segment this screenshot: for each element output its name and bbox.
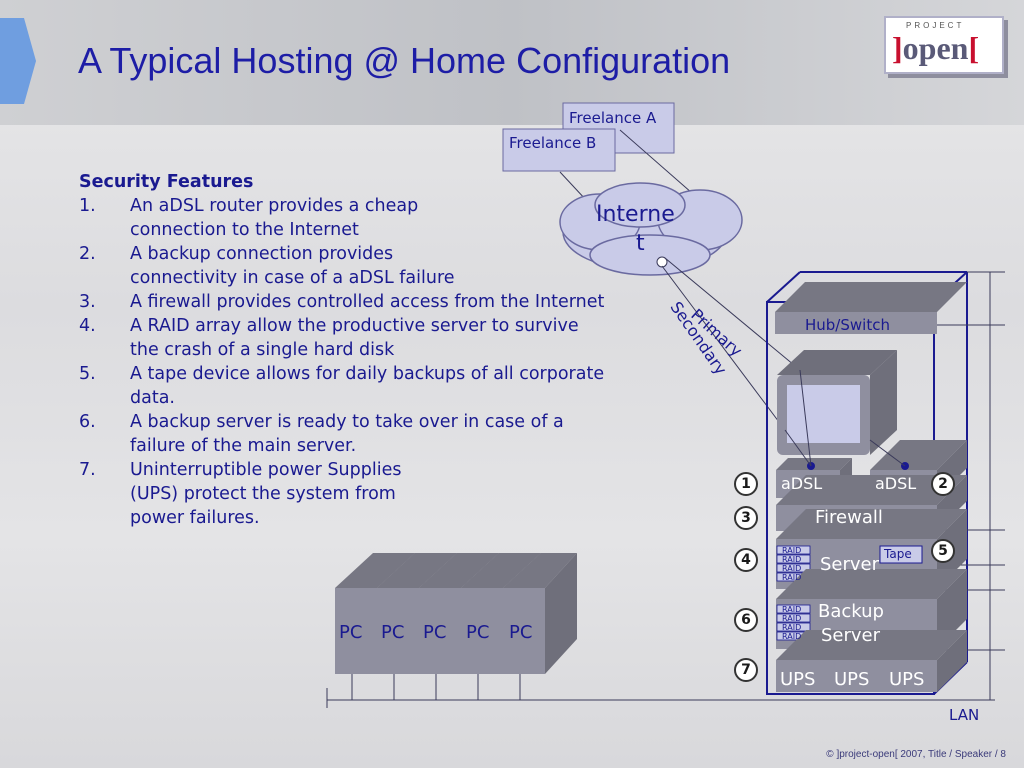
feature-item: 2. A backup connection provides connectivi… (79, 242, 604, 290)
feature-line: connection to the Internet (130, 220, 359, 240)
raid-label: RAID (782, 623, 802, 632)
raid-label: RAID (782, 546, 802, 555)
feature-item: 6. A backup server is ready to take over … (79, 410, 604, 458)
feature-line: the crash of a single hard disk (130, 340, 395, 360)
security-features-list: Security Features 1. An aDSL router provi… (79, 170, 604, 530)
adsl-right-label: aDSL (875, 474, 917, 493)
internet-cloud (559, 182, 743, 276)
pc-label: PC (381, 622, 405, 643)
feature-line: data. (130, 388, 175, 408)
feature-number: 5. (79, 364, 96, 384)
hub-top (775, 282, 967, 312)
secondary-line (661, 265, 786, 431)
hub-switch-label: Hub/Switch (805, 316, 890, 334)
monitor (777, 350, 897, 455)
badge-4: 4 (734, 548, 758, 572)
feature-line: An aDSL router provides a cheap (130, 196, 419, 216)
badge-5: 5 (931, 539, 955, 563)
footer-text: © ]project-open[ 2007, Title / Speaker /… (826, 749, 1006, 760)
lan-label: LAN (949, 706, 980, 724)
pc-wires (351, 674, 521, 700)
logo-project-text: PROJECT (906, 21, 965, 30)
server-top (776, 509, 967, 539)
hub-front (775, 312, 937, 334)
logo-bracket-left: ] (892, 30, 903, 66)
feature-number: 7. (79, 460, 96, 480)
freelance-a-link (619, 129, 701, 201)
ups-label: UPS (889, 669, 925, 690)
feature-item: 4. A RAID array allow the productive serv… (79, 314, 604, 362)
feature-item: 3. A firewall provides controlled access … (79, 290, 604, 314)
accent-bar (0, 18, 24, 104)
ups-box (776, 660, 937, 692)
feature-line: connectivity in case of a aDSL failure (130, 268, 455, 288)
internet-label-2: t (636, 231, 645, 256)
accent-bar-tip (24, 18, 36, 104)
logo-bracket-right: [ (968, 30, 980, 66)
slide-title: A Typical Hosting @ Home Configuration (78, 40, 731, 81)
feature-item: 5. A tape device allows for daily backups… (79, 362, 604, 410)
tape-label: Tape (884, 547, 912, 561)
raid-label: RAID (782, 555, 802, 564)
feature-line: A RAID array allow the productive server… (130, 316, 579, 336)
adsl-left-label: aDSL (781, 474, 823, 493)
firewall-top (776, 475, 967, 505)
backup-server-label-1: Backup (818, 601, 884, 622)
pc-label: PC (509, 622, 533, 643)
logo-main-text: ]open[ (892, 30, 979, 67)
feature-line: power failures. (130, 508, 260, 528)
backup-server-top (776, 569, 967, 599)
logo-word: open (902, 30, 969, 66)
tape-box (879, 545, 923, 564)
firewall-label: Firewall (815, 507, 883, 528)
pc-label: PC (466, 622, 490, 643)
feature-number: 3. (79, 292, 96, 312)
freelance-a-label: Freelance A (569, 109, 657, 127)
raid-label: RAID (782, 564, 802, 573)
ups-top (776, 630, 967, 660)
raid-label: RAID (782, 605, 802, 614)
pc-group (335, 553, 577, 674)
feature-line: (UPS) protect the system from (130, 484, 396, 504)
feature-line: A firewall provides controlled access fr… (130, 292, 605, 312)
raid-label: RAID (782, 614, 802, 623)
feature-number: 6. (79, 412, 96, 432)
raid-label: RAID (782, 632, 802, 641)
ups-label: UPS (834, 669, 870, 690)
header-band (0, 0, 1024, 125)
feature-line: failure of the main server. (130, 436, 357, 456)
raid-label: RAID (782, 573, 802, 582)
badge-1: 1 (734, 472, 758, 496)
freelance-b-box (502, 128, 616, 172)
badge-7: 7 (734, 658, 758, 682)
project-open-logo: PROJECT ]open[ (884, 16, 1004, 74)
badge-3: 3 (734, 506, 758, 530)
feature-item: 1. An aDSL router provides a cheap connect… (79, 194, 604, 242)
feature-item: 7. Uninterruptible power Supplies (UPS) pr… (79, 458, 604, 530)
features-heading: Security Features (79, 172, 254, 192)
badge-6: 6 (734, 608, 758, 632)
feature-line: Uninterruptible power Supplies (130, 460, 402, 480)
freelance-b-label: Freelance B (509, 134, 597, 152)
cloud-connector (656, 256, 668, 268)
feature-number: 2. (79, 244, 96, 264)
feature-line: A backup server is ready to take over in… (130, 412, 564, 432)
badge-2: 2 (931, 472, 955, 496)
feature-number: 4. (79, 316, 96, 336)
primary-line (664, 257, 801, 371)
backup-raid-stack (776, 604, 811, 641)
feature-line: A backup connection provides (130, 244, 394, 264)
server-label: Server (820, 554, 880, 575)
ups-label: UPS (780, 669, 816, 690)
feature-line: A tape device allows for daily backups o… (130, 364, 605, 384)
pc-label: PC (423, 622, 447, 643)
feature-number: 1. (79, 196, 96, 216)
pc-label: PC (339, 622, 363, 643)
internet-label-1: Interne (596, 202, 675, 227)
backup-server-label-2: Server (821, 625, 881, 646)
